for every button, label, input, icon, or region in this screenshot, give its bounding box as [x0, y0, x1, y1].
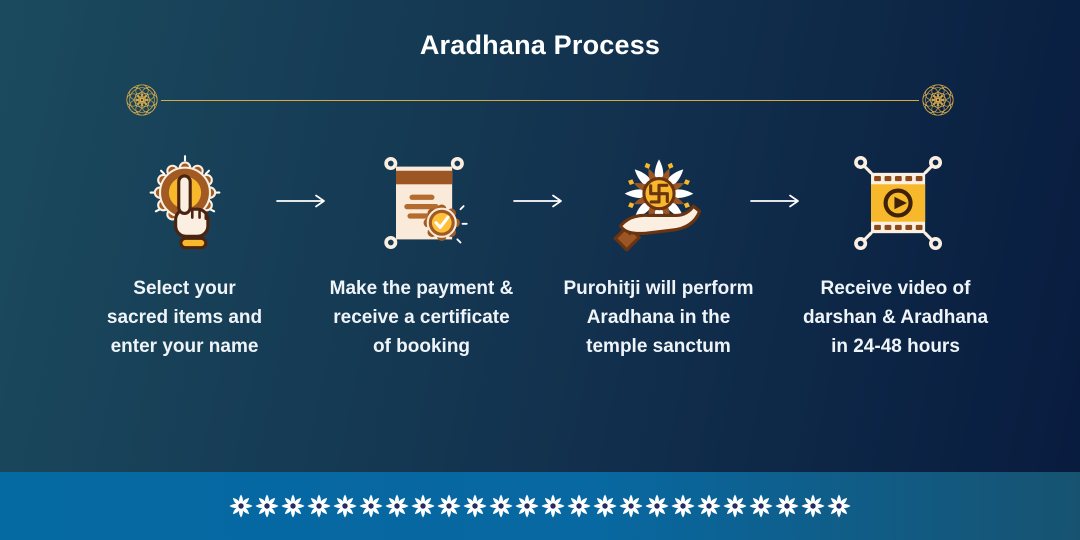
flower-icon — [411, 494, 435, 518]
flower-icon — [619, 494, 643, 518]
step-receive-video: Receive video of darshan & Aradhana in 2… — [783, 150, 1008, 361]
flower-icon — [229, 494, 253, 518]
flower-icon — [385, 494, 409, 518]
step-icon-box — [133, 150, 237, 256]
process-steps: Select your sacred items and enter your … — [72, 150, 1008, 361]
page-title: Aradhana Process — [419, 30, 661, 60]
flower-icon — [723, 494, 747, 518]
flower-icon — [697, 494, 721, 518]
step-icon-box — [370, 150, 474, 256]
flower-icon — [333, 494, 357, 518]
tap-select-icon — [149, 155, 220, 250]
step-label: Select your sacred items and enter your … — [106, 278, 263, 357]
flower-icon — [255, 494, 279, 518]
offering-hand-icon — [613, 159, 701, 252]
flower-band — [0, 472, 1080, 540]
video-film-icon — [853, 155, 942, 251]
step-purohit-performs: Purohitji will perform Aradhana in the t… — [546, 150, 771, 361]
flower-icon — [671, 494, 695, 518]
flower-icon — [489, 494, 513, 518]
flower-band-row — [228, 493, 852, 519]
flower-icon — [437, 494, 461, 518]
flower-icon — [749, 494, 773, 518]
flower-icon — [281, 494, 305, 518]
arrow-right-icon — [750, 194, 799, 208]
step-connector — [513, 194, 562, 361]
flower-icon — [463, 494, 487, 518]
flower-icon — [515, 494, 539, 518]
step-icon-box — [607, 150, 711, 256]
ornamental-divider — [123, 82, 957, 118]
arrow-right-icon — [513, 194, 562, 208]
step-label: Purohitji will perform Aradhana in the t… — [563, 278, 754, 357]
step-select-items: Select your sacred items and enter your … — [72, 150, 297, 361]
step-label: Receive video of darshan & Aradhana in 2… — [802, 278, 989, 357]
arrow-right-icon — [276, 194, 325, 208]
step-label: Make the payment & receive a certificate… — [329, 278, 514, 357]
flower-icon — [645, 494, 669, 518]
certificate-icon — [383, 156, 468, 250]
flower-icon — [541, 494, 565, 518]
rosette-ornament-icon — [126, 84, 158, 116]
step-payment-certificate: Make the payment & receive a certificate… — [309, 150, 534, 361]
flower-icon — [307, 494, 331, 518]
flower-icon — [593, 494, 617, 518]
flower-icon — [359, 494, 383, 518]
step-connector — [750, 194, 799, 361]
step-icon-box — [844, 150, 948, 256]
flower-icon — [827, 494, 851, 518]
flower-icon — [567, 494, 591, 518]
flower-icon — [801, 494, 825, 518]
divider-line — [161, 99, 919, 101]
flower-icon — [775, 494, 799, 518]
step-connector — [276, 194, 325, 361]
rosette-ornament-icon — [922, 84, 954, 116]
